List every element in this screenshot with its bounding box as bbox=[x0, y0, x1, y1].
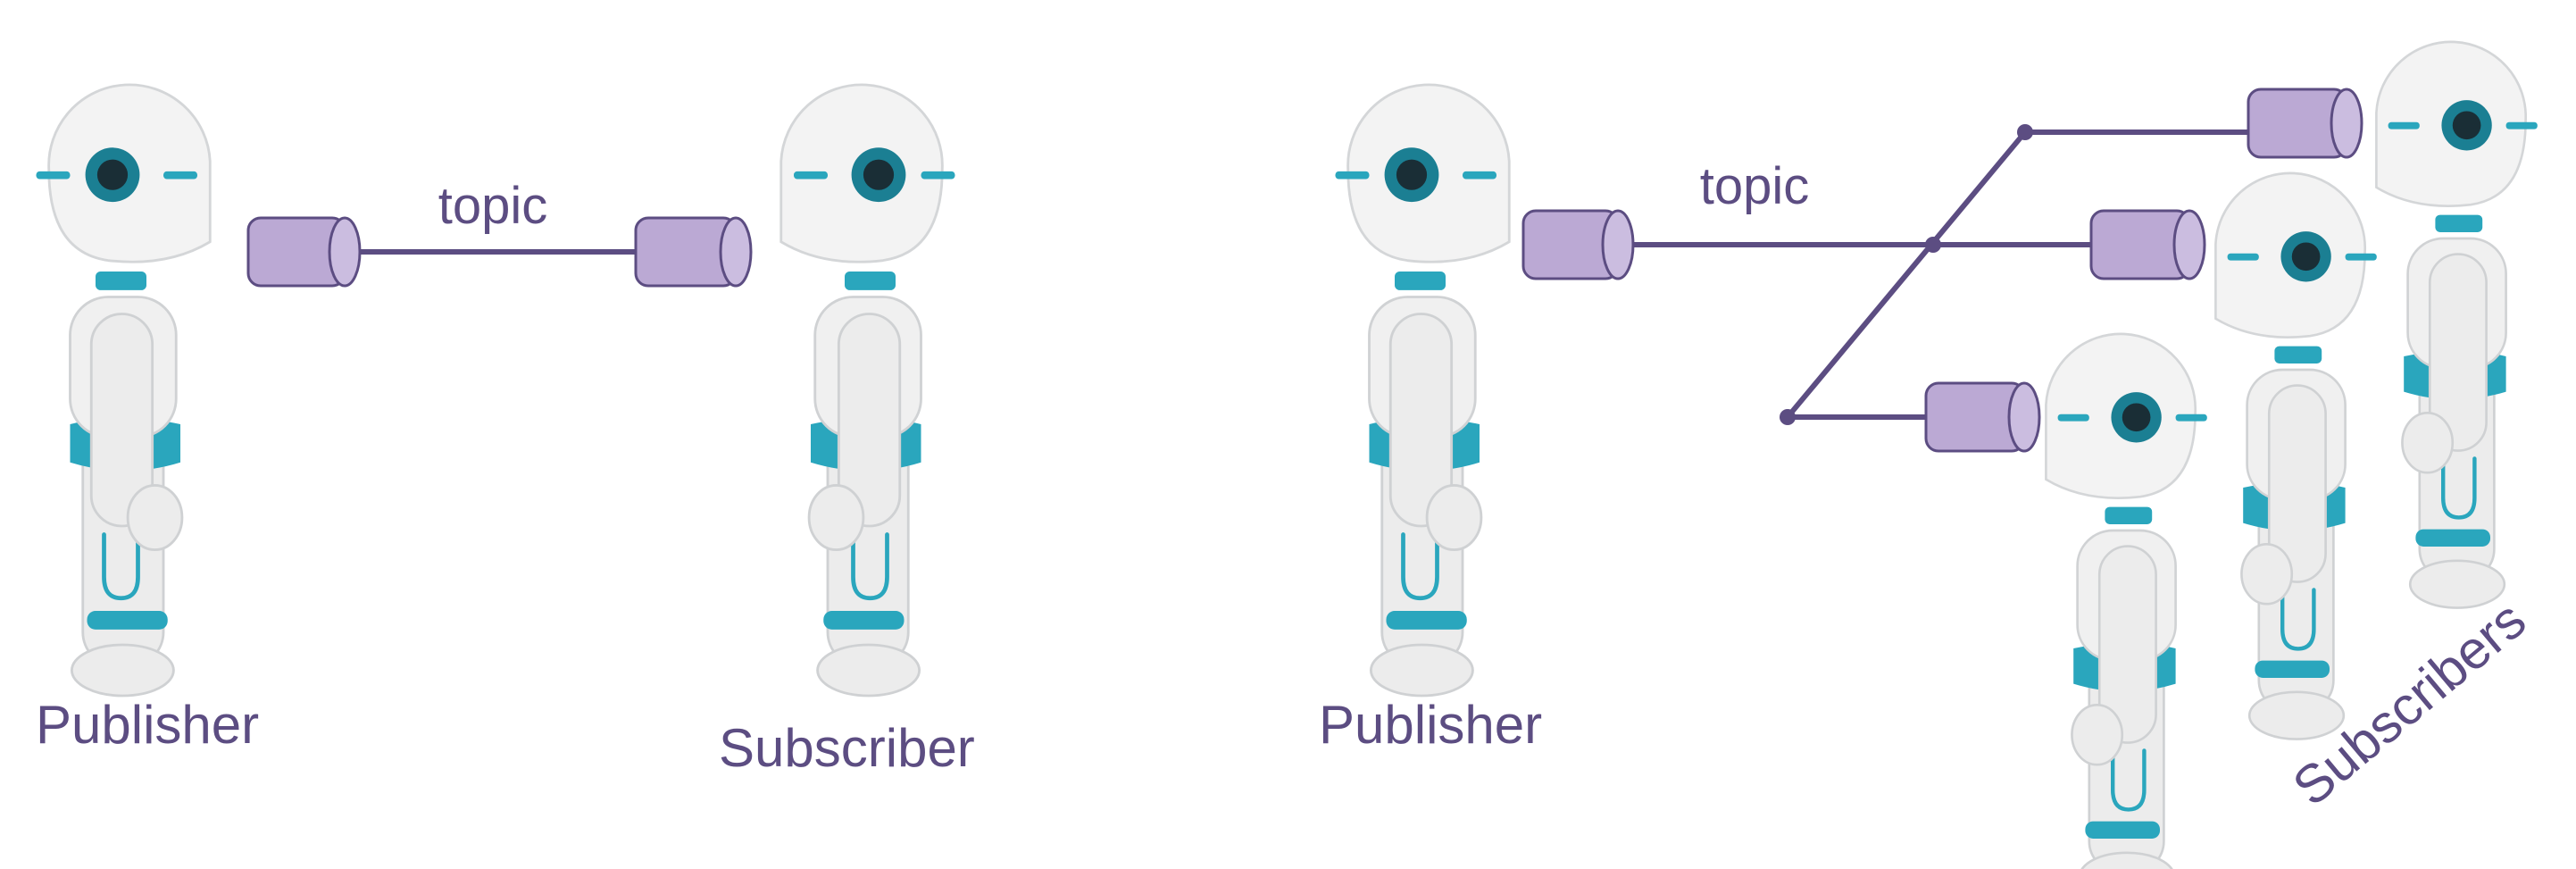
subscriber-robot-near bbox=[2046, 334, 2206, 869]
right-diagram: topic Publisher Subscribers bbox=[1319, 42, 2538, 869]
subscriber-label: Subscriber bbox=[719, 718, 975, 778]
publisher-robot bbox=[36, 85, 210, 696]
publisher-cup-icon bbox=[246, 216, 362, 288]
topic-wire-diagonal bbox=[1785, 130, 2028, 420]
subscriber-cup-icon bbox=[2247, 88, 2363, 159]
subscriber-robot-middle bbox=[2215, 173, 2376, 739]
subscriber-cup-icon bbox=[1924, 381, 2041, 453]
publisher-label: Publisher bbox=[36, 695, 259, 755]
left-diagram: topic Publisher Subscriber bbox=[36, 85, 975, 778]
junction-middle bbox=[1925, 237, 1941, 253]
topic-label: topic bbox=[1700, 157, 1810, 215]
topic-label: topic bbox=[438, 177, 548, 235]
subscriber-cup-icon bbox=[2089, 209, 2206, 280]
publisher-cup-icon bbox=[1521, 209, 1635, 280]
publisher-robot bbox=[1336, 85, 1510, 696]
publisher-label: Publisher bbox=[1319, 695, 1542, 755]
subscriber-cup-icon bbox=[634, 216, 753, 288]
junction-top bbox=[2017, 124, 2033, 140]
junction-bottom bbox=[1780, 409, 1796, 425]
subscriber-robot bbox=[781, 85, 955, 696]
subscriber-robot-far bbox=[2376, 42, 2537, 608]
